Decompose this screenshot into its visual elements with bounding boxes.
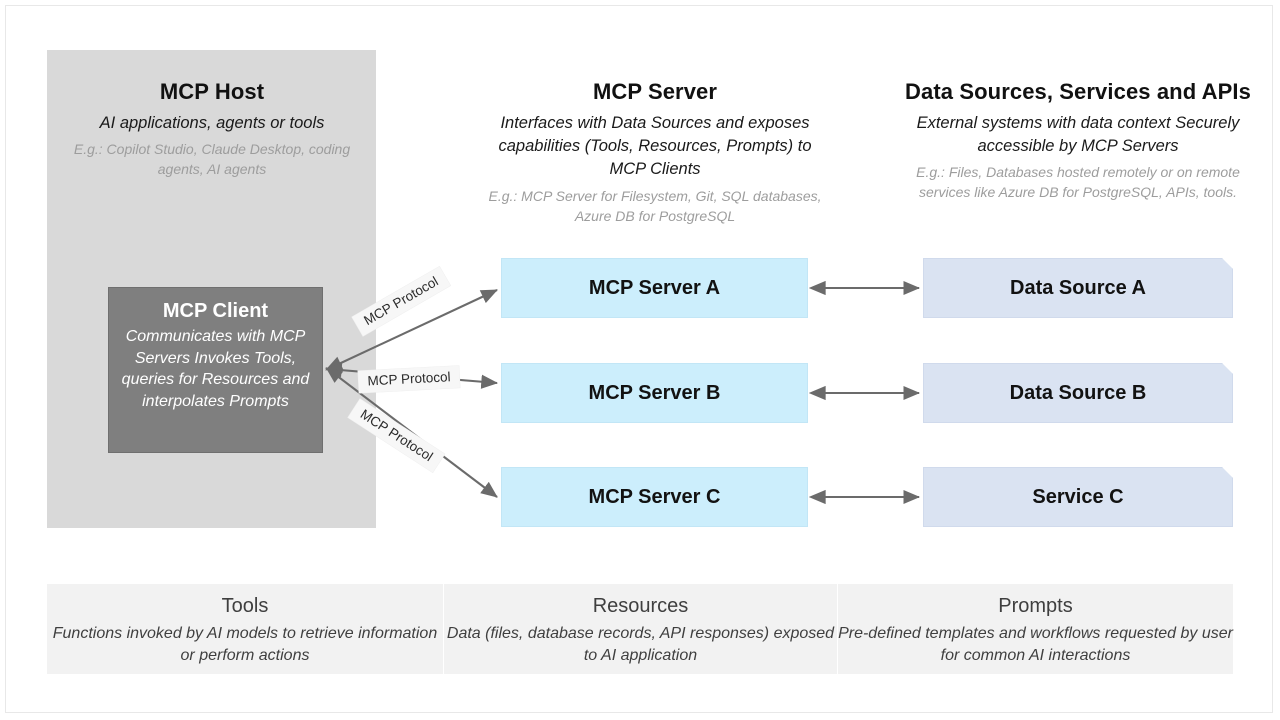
server-example: E.g.: MCP Server for Filesystem, Git, SQ… — [488, 187, 822, 224]
host-title: MCP Host — [159, 79, 265, 104]
server-title: MCP Server — [592, 79, 718, 104]
column-header-server: MCP Server Interfaces with Data Sources … — [484, 78, 826, 227]
capability-title-prompts: Prompts — [998, 595, 1073, 617]
mcp-server-c-box[interactable]: MCP Server C — [501, 467, 808, 527]
mcp-client-title: MCP Client — [162, 300, 269, 322]
capability-description-resources: Data (files, database records, API respo… — [446, 625, 835, 665]
mcp-server-a-box[interactable]: MCP Server A — [501, 258, 808, 318]
server-subtitle: Interfaces with Data Sources and exposes… — [498, 113, 812, 179]
mcp-client-box[interactable]: MCP Client Communicates with MCP Servers… — [108, 287, 323, 453]
host-example: E.g.: Copilot Studio, Claude Desktop, co… — [73, 140, 351, 177]
data-source-b-box[interactable]: Data Source B — [923, 363, 1233, 423]
data-source-a-box[interactable]: Data Source A — [923, 258, 1233, 318]
data-sources-example: E.g.: Files, Databases hosted remotely o… — [916, 164, 1240, 201]
mcp-server-b-box[interactable]: MCP Server B — [501, 363, 808, 423]
host-subtitle: AI applications, agents or tools — [99, 113, 325, 132]
capability-description-tools: Functions invoked by AI models to retrie… — [52, 625, 438, 665]
capability-panel-tools[interactable]: Tools Functions invoked by AI models to … — [47, 584, 443, 674]
capability-panel-resources[interactable]: Resources Data (files, database records,… — [444, 584, 837, 674]
capability-description-prompts: Pre-defined templates and workflows requ… — [838, 625, 1233, 665]
capability-title-tools: Tools — [221, 595, 269, 617]
mcp-client-subtitle: Communicates with MCP Servers Invokes To… — [121, 328, 310, 410]
capability-panel-prompts[interactable]: Prompts Pre-defined templates and workfl… — [838, 584, 1233, 674]
page-frame — [5, 5, 1273, 713]
column-header-host: MCP Host AI applications, agents or tool… — [50, 78, 374, 180]
capability-title-resources: Resources — [592, 595, 689, 617]
column-header-data-sources: Data Sources, Services and APIs External… — [892, 78, 1264, 203]
service-c-box[interactable]: Service C — [923, 467, 1233, 527]
data-sources-title: Data Sources, Services and APIs — [905, 79, 1251, 104]
data-sources-subtitle: External systems with data context Secur… — [916, 113, 1240, 155]
